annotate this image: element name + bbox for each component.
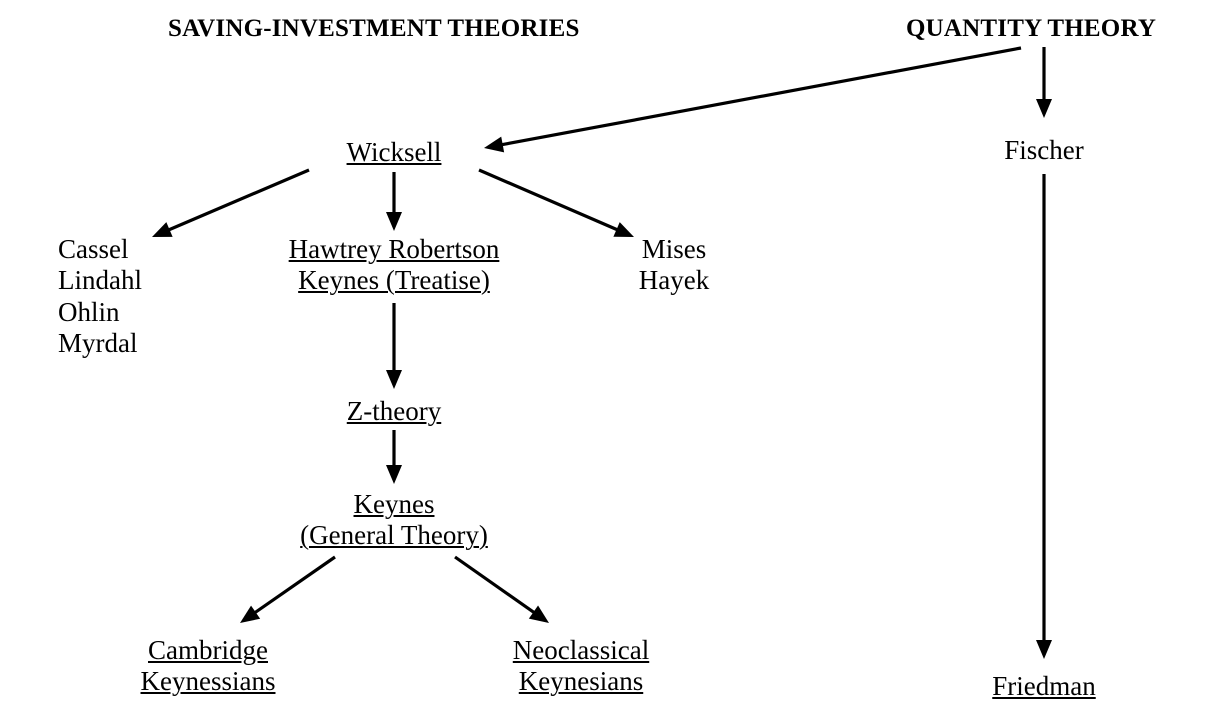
edge-ztheory-to-general — [386, 430, 402, 484]
edge-fischer-to-friedman — [1036, 174, 1052, 659]
node-swedes-line: Cassel — [58, 234, 129, 264]
edge-wicksell-to-austrians — [478, 168, 634, 237]
node-cambridge-line: Cambridge — [148, 635, 268, 665]
edge-quantity-to-fischer — [1036, 47, 1052, 118]
node-general: Keynes(General Theory) — [300, 489, 488, 552]
node-ztheory: Z-theory — [347, 396, 441, 427]
heading-quantity-theory: QUANTITY THEORY — [906, 15, 1157, 42]
node-austrians-line: Mises — [641, 234, 707, 264]
node-swedes-line: Lindahl — [58, 265, 142, 296]
node-general-line: (General Theory) — [300, 520, 488, 551]
edge-arrowhead — [386, 212, 402, 231]
node-swedes-line: Ohlin — [58, 296, 120, 327]
edge-line — [499, 46, 1022, 147]
edge-arrowhead — [1036, 640, 1052, 659]
edge-arrowhead — [613, 222, 634, 237]
edge-arrowhead — [386, 465, 402, 484]
node-neoclassical-line: Neoclassical — [512, 635, 650, 665]
node-hawtrey-line: Keynes (Treatise) — [298, 265, 490, 296]
edge-hawtrey-to-ztheory — [386, 303, 402, 389]
edge-arrowhead — [484, 136, 505, 153]
node-friedman: Friedman — [992, 671, 1095, 702]
edge-line — [478, 168, 620, 233]
node-cambridge-line: Keynessians — [140, 666, 276, 697]
edge-quantity-to-wicksell — [484, 46, 1022, 153]
edge-wicksell-to-hawtrey — [386, 172, 402, 231]
node-wicksell: Wicksell — [347, 137, 442, 168]
node-friedman-line: Friedman — [992, 671, 1096, 701]
node-wicksell-line: Wicksell — [346, 137, 442, 167]
node-fischer: Fischer — [1004, 135, 1083, 166]
edge-line — [454, 555, 537, 616]
node-fischer-line: Fischer — [1004, 135, 1084, 165]
node-ztheory-line: Z-theory — [346, 396, 442, 426]
edge-general-to-cambridge — [240, 555, 336, 623]
node-neoclassical-line: Keynesians — [518, 666, 644, 697]
node-swedes-line: Myrdal — [58, 327, 138, 358]
node-hawtrey-line: Hawtrey Robertson — [288, 234, 500, 264]
edge-line — [166, 168, 310, 233]
edge-line — [252, 555, 336, 616]
node-austrians-line: Hayek — [638, 265, 710, 296]
heading-saving-investment-theories: SAVING-INVESTMENT THEORIES — [168, 15, 580, 42]
edge-arrowhead — [386, 370, 402, 389]
edge-arrowhead — [152, 222, 173, 237]
edge-arrowhead — [1036, 99, 1052, 118]
edge-arrowhead — [240, 605, 261, 623]
node-general-line: Keynes — [353, 489, 435, 519]
edge-arrowhead — [528, 605, 549, 623]
edge-wicksell-to-swedes — [152, 168, 310, 237]
edge-general-to-neoclassical — [454, 555, 549, 623]
